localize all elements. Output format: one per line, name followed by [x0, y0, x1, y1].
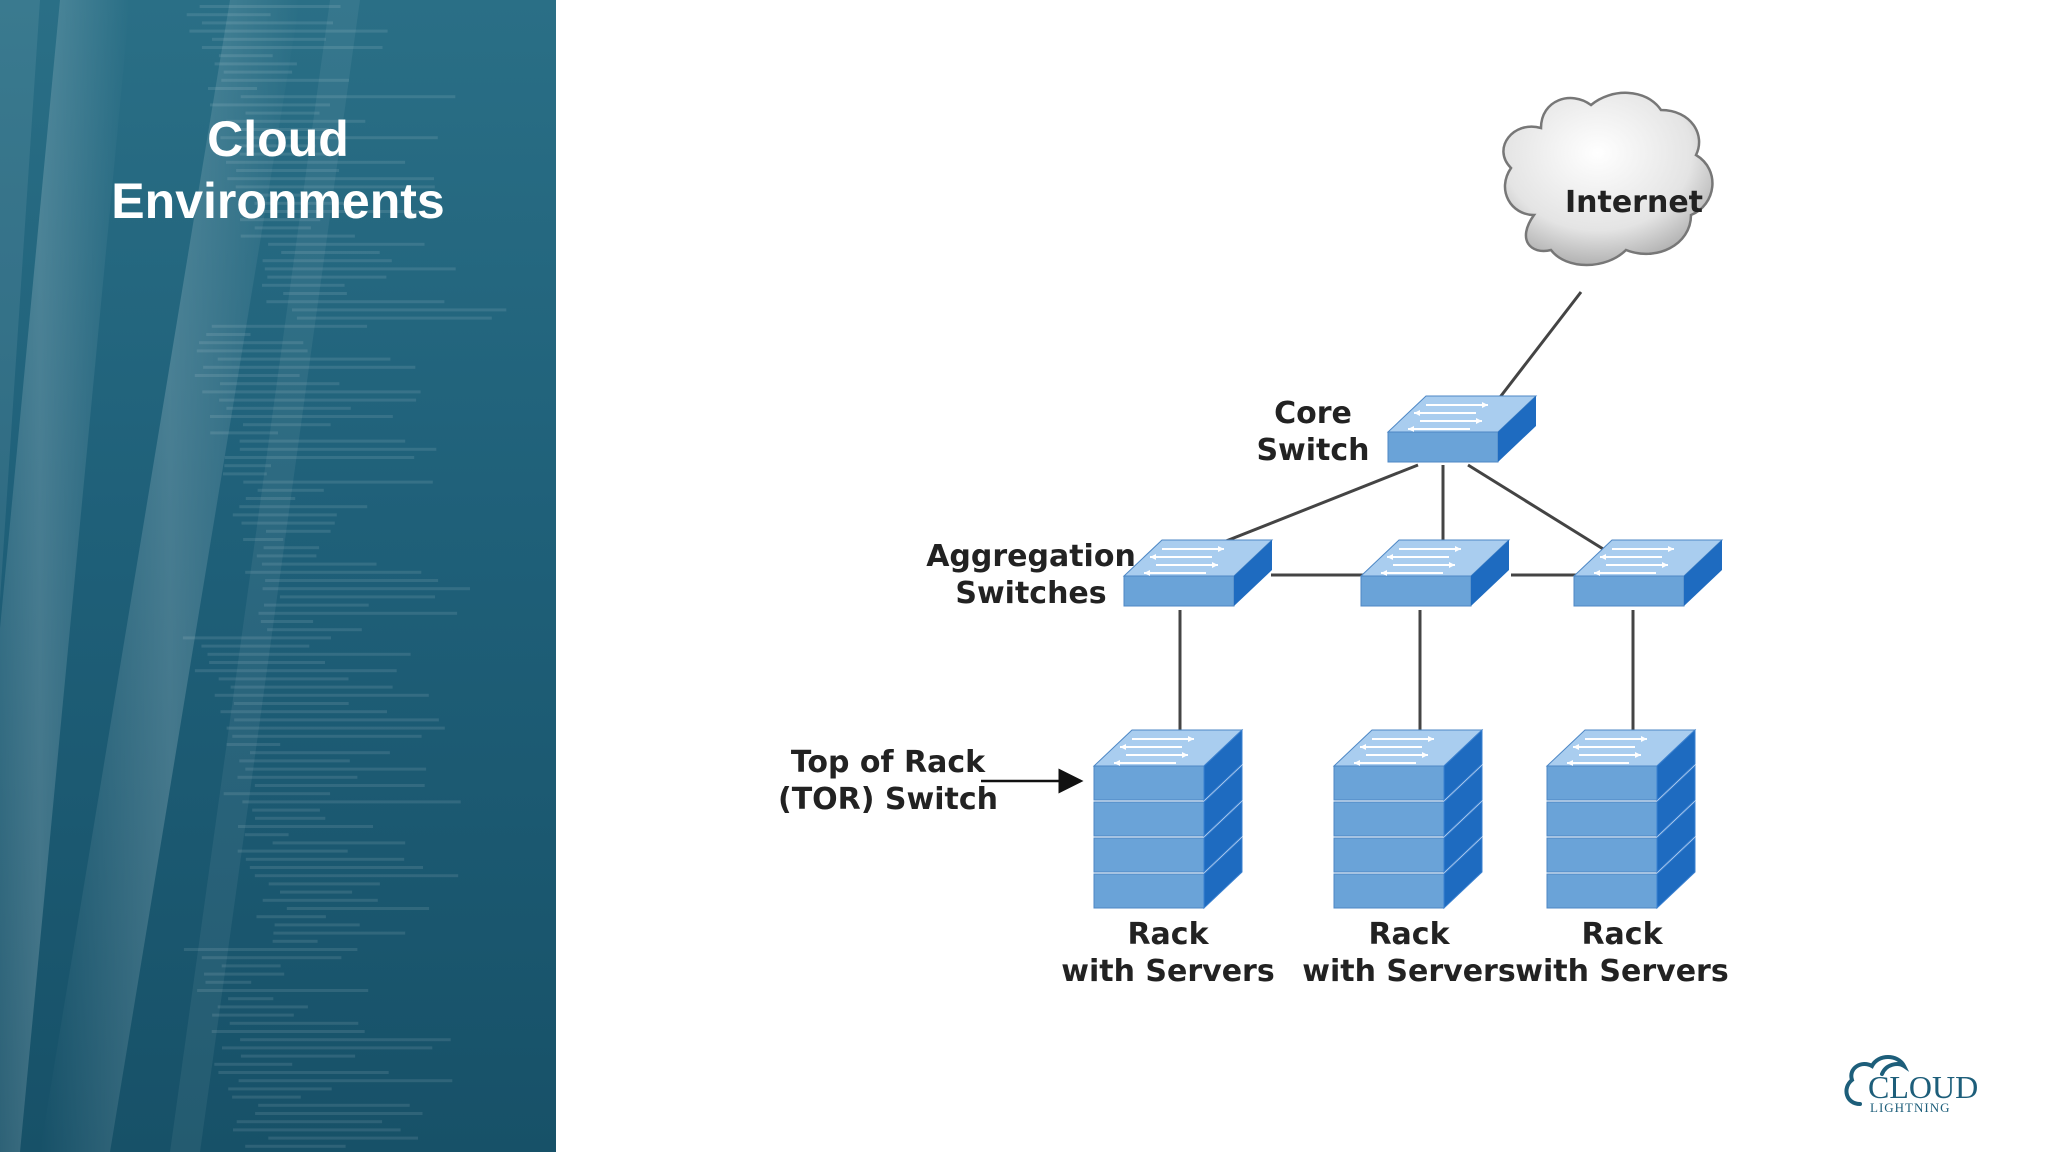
switch-arrow-head: [1381, 570, 1387, 576]
switch-arrow-head: [1567, 760, 1573, 766]
switch-arrow-head: [1212, 562, 1218, 568]
tor-label-line2: (TOR) Switch: [778, 782, 998, 817]
rack2-label-line2: with Servers: [1302, 954, 1515, 989]
server-rack-background: [0, 0, 507, 1152]
rack3-label-line2: with Servers: [1515, 954, 1728, 989]
internet-cloud-icon: [1502, 91, 1714, 267]
aggregation-label-line2: Switches: [955, 576, 1106, 611]
core-switch-label-line1: Core: [1274, 396, 1352, 431]
rack3-label-line1: Rack: [1581, 917, 1663, 952]
link-core-agg-right: [1467, 463, 1609, 554]
internet-label: Internet: [1565, 185, 1703, 220]
left-panel: Cloud Environments: [0, 0, 556, 1152]
switch-arrow-head: [1662, 562, 1668, 568]
link-internet-core: [1492, 291, 1583, 406]
rack-2-icon: [1332, 728, 1484, 910]
switch-arrow-head: [1455, 546, 1461, 552]
switch-arrow-head: [1387, 554, 1393, 560]
switch-arrow-head: [1150, 554, 1156, 560]
aggregation-switch-right-icon: [1572, 539, 1724, 607]
logo-cloud-icon: [1844, 1055, 1910, 1106]
rack1-label-line1: Rack: [1127, 917, 1209, 952]
switches-group: [1092, 395, 1724, 910]
network-topology-diagram: Internet Core Switch Aggregation Switche…: [778, 91, 1729, 989]
switch-arrow-head: [1600, 554, 1606, 560]
switch-arrow-head: [1476, 418, 1482, 424]
switch-arrow-head: [1635, 752, 1641, 758]
switch-arrow-head: [1408, 426, 1414, 432]
link-core-agg-left: [1220, 463, 1419, 545]
tor-label-line1: Top of Rack: [791, 745, 986, 780]
switch-arrow-head: [1188, 736, 1194, 742]
switch-arrow-head: [1594, 570, 1600, 576]
aggregation-label-line1: Aggregation: [926, 539, 1136, 574]
rack1-label-line2: with Servers: [1061, 954, 1274, 989]
logo-text-line2: LIGHTNING: [1870, 1100, 1950, 1115]
switch-arrow-head: [1114, 760, 1120, 766]
connection-lines: [1178, 291, 1635, 733]
aggregation-switch-left-icon: [1122, 539, 1274, 607]
logo-text-line1: CLOUD: [1868, 1069, 1978, 1105]
switch-arrow-head: [1668, 546, 1674, 552]
rack2-label-line1: Rack: [1368, 917, 1450, 952]
switch-arrow-head: [1354, 760, 1360, 766]
switch-arrow-head: [1641, 736, 1647, 742]
switch-arrow-head: [1422, 752, 1428, 758]
switch-arrow-head: [1360, 744, 1366, 750]
rack-1-icon: [1092, 728, 1244, 910]
switch-arrow-head: [1482, 402, 1488, 408]
switch-arrow-head: [1182, 752, 1188, 758]
rack-3-icon: [1545, 728, 1697, 910]
switch-arrow-head: [1428, 736, 1434, 742]
cloud-lightning-logo: CLOUD LIGHTNING: [1844, 1055, 1978, 1115]
switch-arrow-head: [1218, 546, 1224, 552]
slide-title: Cloud Environments: [0, 108, 556, 232]
switch-arrow-head: [1449, 562, 1455, 568]
aggregation-switch-center-icon: [1359, 539, 1511, 607]
slide-title-line1: Cloud: [207, 111, 349, 167]
switch-arrow-head: [1144, 570, 1150, 576]
switch-arrow-head: [1120, 744, 1126, 750]
core-switch-label-line2: Switch: [1256, 433, 1369, 468]
slide-title-line2: Environments: [111, 173, 445, 229]
core-switch-icon: [1386, 395, 1538, 463]
switch-arrow-head: [1573, 744, 1579, 750]
switch-arrow-head: [1414, 410, 1420, 416]
